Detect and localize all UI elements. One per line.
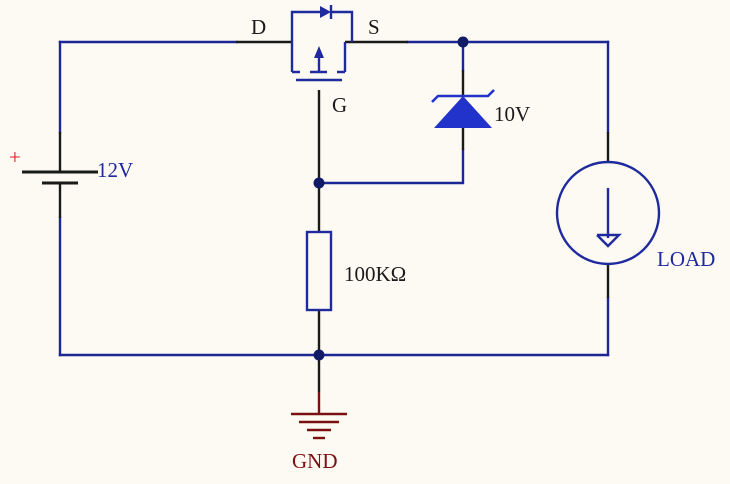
resistor-body — [305, 230, 333, 312]
drain-label: D — [251, 15, 266, 39]
zener-voltage-label: 10V — [494, 102, 530, 126]
battery-plus-label: + — [9, 145, 21, 169]
component-leads — [58, 40, 610, 392]
load-label: LOAD — [657, 247, 715, 271]
junctions — [313, 36, 469, 361]
wire-zener-gate — [317, 148, 465, 185]
resistor-value-label: 100KΩ — [344, 262, 406, 286]
junction-dot — [313, 177, 325, 189]
battery-voltage-label: 12V — [97, 158, 133, 182]
junction-dot — [457, 36, 469, 48]
zener-triangle — [434, 96, 492, 128]
load-symbol — [555, 160, 661, 266]
ground-label: GND — [292, 449, 338, 473]
mosfet-symbol — [290, 10, 354, 82]
ground-symbol — [291, 392, 347, 440]
junction-dot — [313, 349, 325, 361]
zener-bar — [431, 89, 495, 103]
body-diode-left-wire — [290, 10, 320, 42]
gate-label: G — [332, 93, 347, 117]
load-arrow-head-icon — [596, 233, 622, 248]
mosfet-arrow-icon — [314, 46, 324, 58]
body-diode-icon — [320, 6, 331, 18]
load-circle — [555, 160, 661, 266]
zener-diode-symbol — [431, 89, 495, 128]
battery-symbol — [22, 170, 98, 185]
body-diode-right-wire — [330, 10, 354, 42]
source-label: S — [368, 15, 380, 39]
